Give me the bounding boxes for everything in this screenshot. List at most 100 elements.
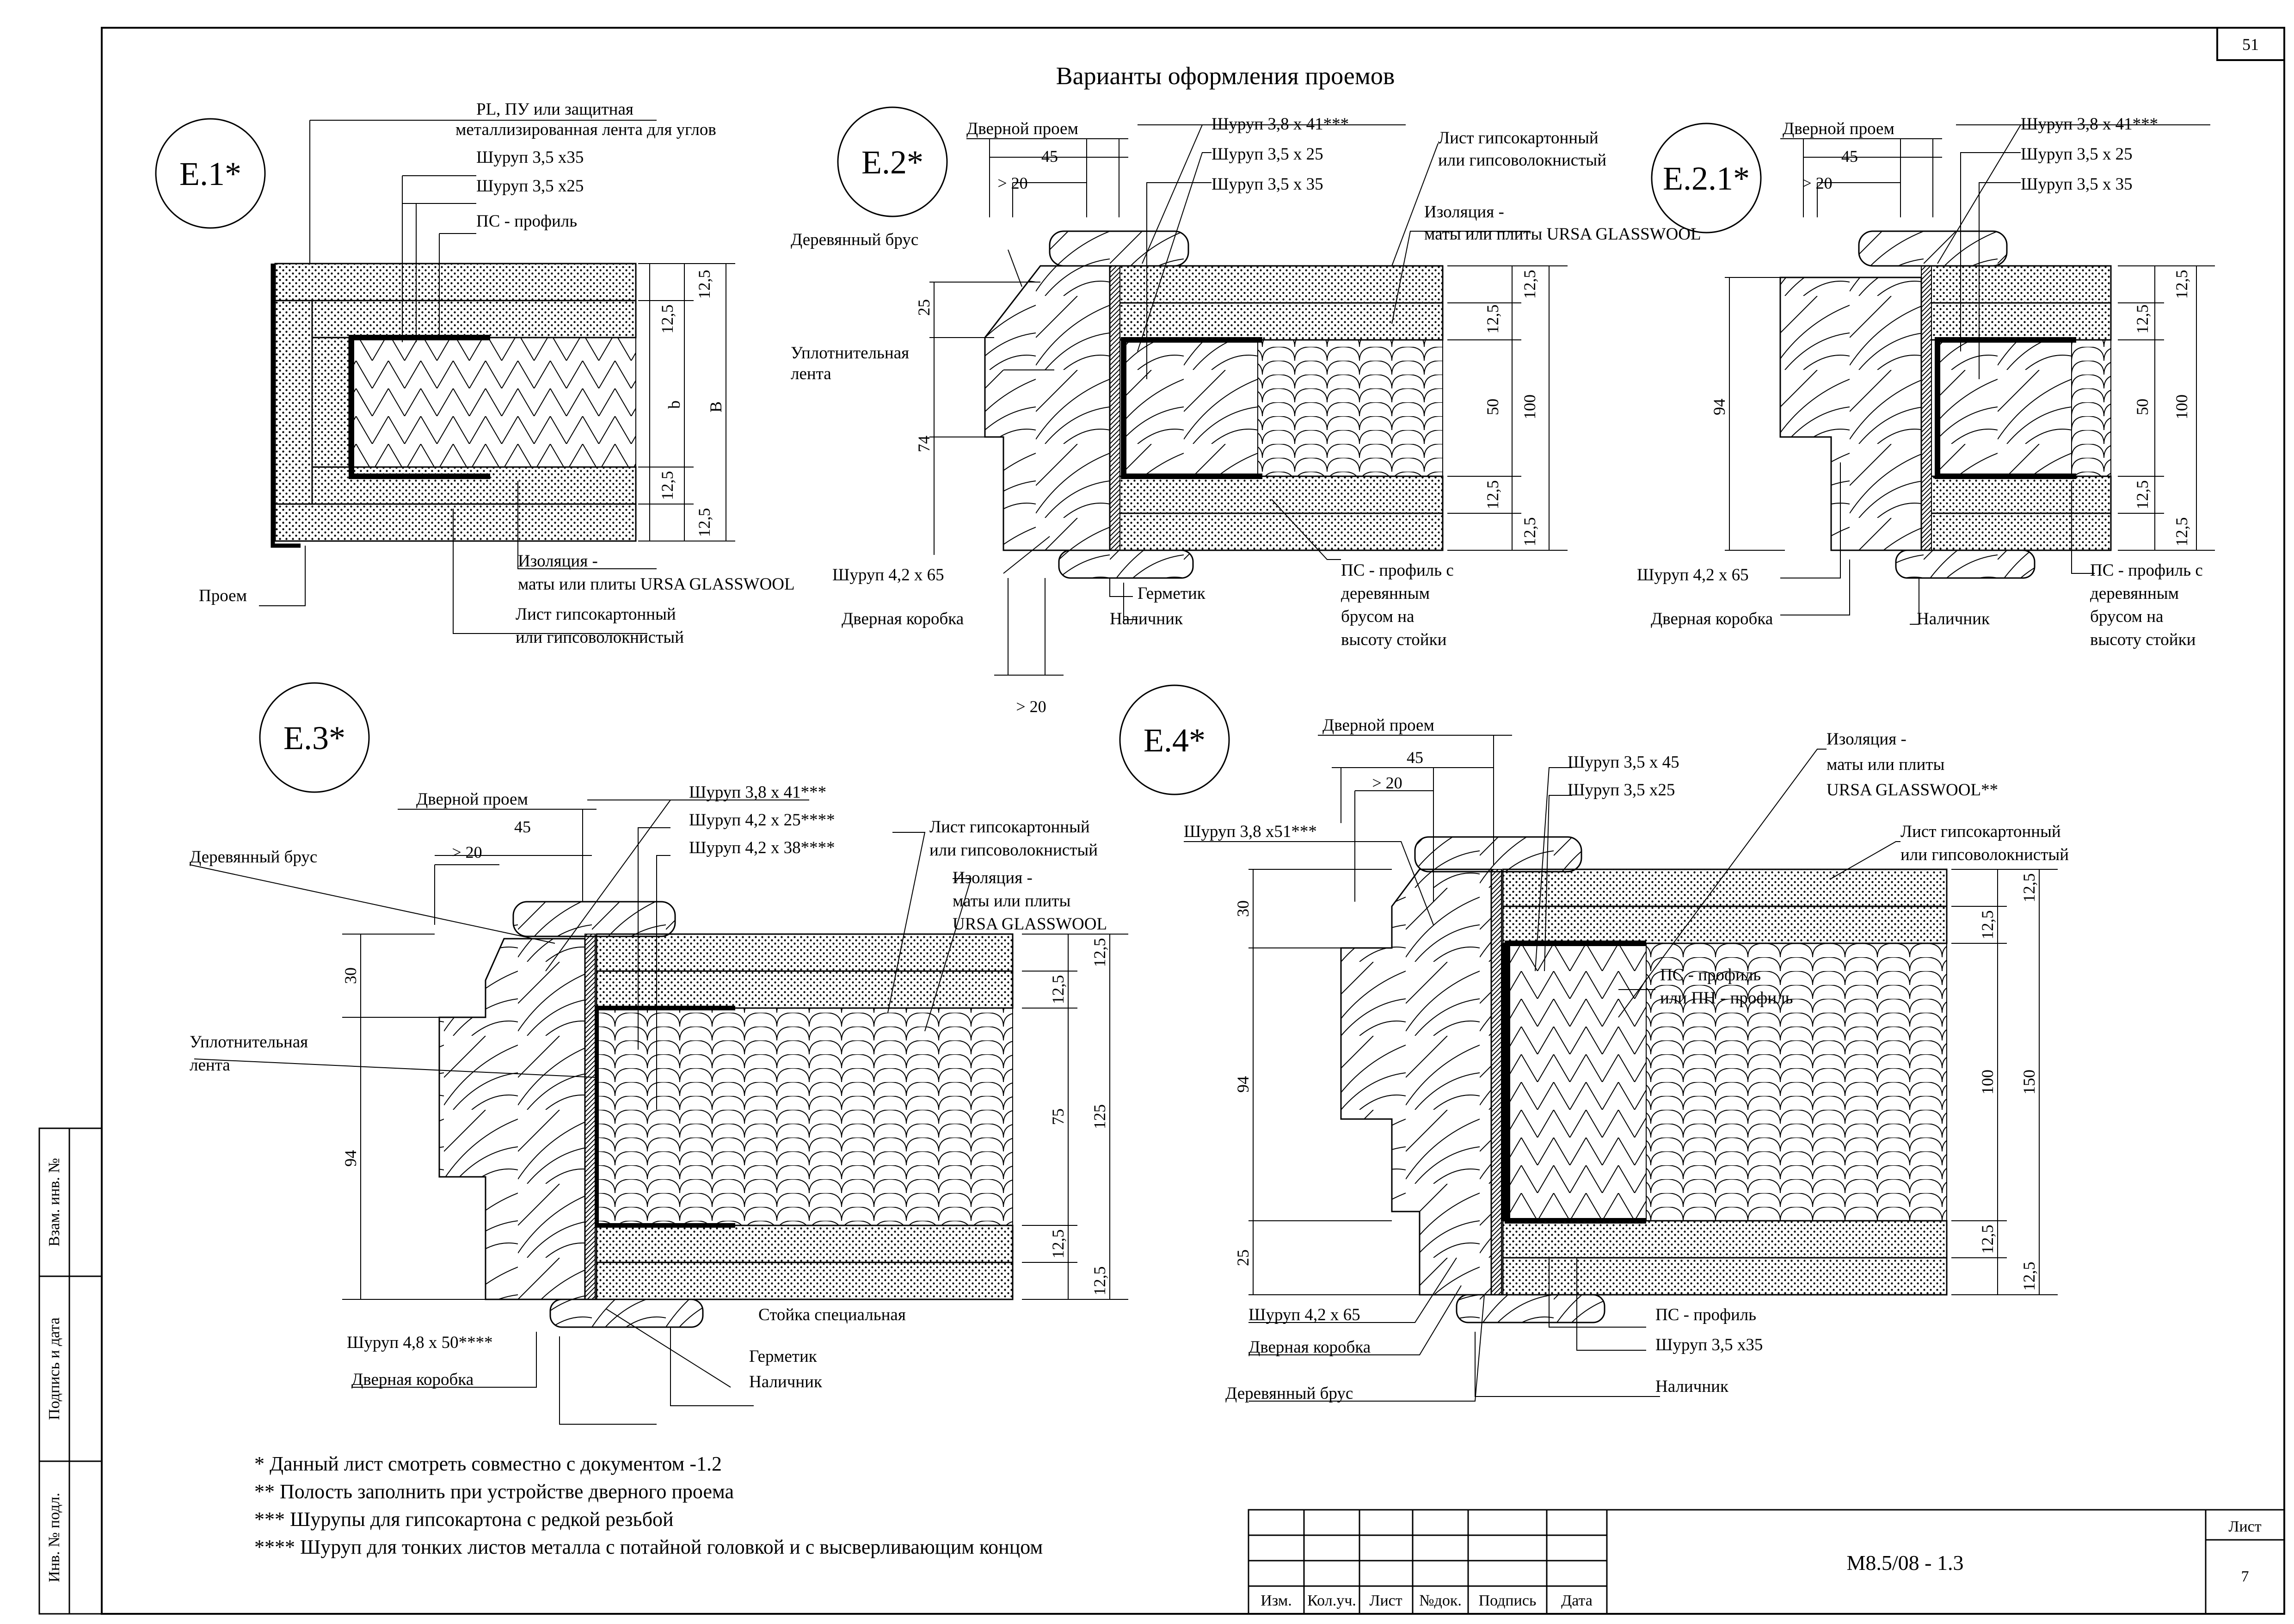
tb-header-date: Дата: [1561, 1592, 1593, 1609]
svg-text:ПС - профиль с: ПС - профиль с: [2090, 561, 2203, 580]
svg-text:металлизированная лента для уг: металлизированная лента для углов: [455, 120, 716, 139]
special-stud: [594, 1006, 735, 1228]
title-block: [1248, 1509, 2285, 1615]
ps-profile: [1500, 941, 1646, 1224]
svg-text:75: 75: [1049, 1108, 1067, 1125]
svg-text:Дверной проем: Дверной проем: [1322, 716, 1434, 735]
svg-text:74: 74: [915, 436, 933, 452]
svg-text:лента: лента: [791, 364, 831, 383]
svg-text:Дверной проем: Дверной проем: [966, 119, 1078, 138]
svg-text:Изоляция -: Изоляция -: [518, 552, 598, 571]
svg-text:> 20: > 20: [452, 843, 482, 861]
svg-text:Шуруп 3,8 х 41***: Шуруп 3,8 х 41***: [1212, 115, 1349, 134]
gypsum-board: [1502, 1220, 1948, 1259]
insulation-mat: [1646, 943, 1947, 1221]
svg-text:URSA GLASSWOOL: URSA GLASSWOOL: [953, 915, 1107, 934]
svg-text:Лист гипсокартонный: Лист гипсокартонный: [929, 818, 1090, 837]
ps-profile: [1935, 337, 2076, 479]
svg-text:Дверная коробка: Дверная коробка: [1651, 609, 1773, 628]
svg-text:Наличник: Наличник: [749, 1372, 823, 1391]
detail-badge: [259, 682, 370, 793]
gypsum-board: [311, 300, 637, 338]
svg-text:Шуруп 3,5 х35: Шуруп 3,5 х35: [1655, 1335, 1763, 1354]
svg-text:E.2*: E.2*: [861, 144, 923, 181]
svg-text:или гипсоволокнистый: или гипсоволокнистый: [516, 628, 684, 647]
tb-sheet-number: 7: [2241, 1568, 2249, 1585]
svg-text:маты или плиты URSA GLASSWOOL: маты или плиты URSA GLASSWOOL: [1424, 225, 1701, 244]
svg-text:высоту стойки: высоту стойки: [1341, 630, 1446, 649]
svg-text:или гипсоволокнистый: или гипсоволокнистый: [929, 841, 1098, 860]
svg-text:12,5: 12,5: [1483, 305, 1502, 334]
svg-text:В: В: [707, 401, 725, 412]
gypsum-board: [596, 1224, 1014, 1263]
sheet-frame: [101, 27, 2285, 1615]
detail-e4: E.4* Дверной проем Шуруп 3,5 х 45 Шуруп …: [1119, 684, 2069, 1403]
svg-text:> 20: > 20: [997, 174, 1027, 192]
tb-header-doc: №док.: [1419, 1592, 1462, 1609]
gypsum-board: [1930, 475, 2112, 514]
svg-text:E.4*: E.4*: [1144, 722, 1205, 759]
gypsum-board: [1502, 868, 1948, 907]
gypsum-board: [1118, 475, 1444, 514]
svg-text:b: b: [665, 400, 683, 409]
svg-text:или гипсоволокнистый: или гипсоволокнистый: [1438, 151, 1606, 170]
gypsum-board: [1118, 302, 1444, 341]
svg-text:ПС - профиль: ПС - профиль: [476, 212, 577, 231]
detail-badge: [837, 106, 948, 217]
insulation-fill: [1507, 943, 1647, 1221]
svg-text:12,5: 12,5: [658, 305, 677, 334]
svg-text:45: 45: [514, 818, 531, 836]
trim-bottom: [549, 1298, 704, 1328]
svg-text:Дверная коробка: Дверная коробка: [351, 1370, 474, 1389]
gypsum-board: [311, 466, 637, 505]
svg-text:Шуруп 3,5 х25: Шуруп 3,5 х25: [1568, 781, 1675, 800]
detail-e2: E.2* Дверной проем Шуруп 3,8 х 41*** Шур…: [791, 106, 1701, 716]
trim-top: [512, 901, 676, 937]
timber-insert: [1123, 339, 1258, 477]
svg-text:12,5: 12,5: [1520, 270, 1539, 299]
svg-text:Дверная коробка: Дверная коробка: [842, 609, 964, 628]
svg-text:маты или плиты: маты или плиты: [953, 892, 1070, 910]
svg-text:Шуруп 4,2 х 65: Шуруп 4,2 х 65: [1248, 1305, 1360, 1324]
svg-text:или гипсоволокнистый: или гипсоволокнистый: [1900, 845, 2069, 864]
svg-text:маты или плиты URSA GLASSWOOL: маты или плиты URSA GLASSWOOL: [518, 575, 795, 594]
svg-text:94: 94: [1710, 399, 1728, 415]
seal-strip: [1921, 265, 1932, 551]
svg-text:Деревянный брус: Деревянный брус: [1225, 1384, 1353, 1403]
gypsum-board: [596, 970, 1014, 1009]
gypsum-board: [274, 263, 637, 301]
tb-header-sheet: Лист: [1369, 1592, 1402, 1609]
svg-text:брусом на: брусом на: [2090, 607, 2163, 626]
svg-text:Шуруп 4,2 х 38****: Шуруп 4,2 х 38****: [689, 838, 835, 857]
detail-e2-1: E.2.1* Дверной проем Шуруп 3,8 х 41*** Ш…: [1637, 115, 2215, 649]
insulation-mat: [351, 337, 636, 468]
svg-text:Дверная коробка: Дверная коробка: [1248, 1338, 1371, 1357]
svg-text:Деревянный брус: Деревянный брус: [791, 230, 918, 249]
trim-top: [1858, 230, 2008, 267]
svg-text:50: 50: [2133, 399, 2152, 415]
gypsum-board: [1502, 905, 1948, 944]
gypsum-board: [1118, 512, 1444, 551]
insulation-mat: [1257, 339, 1443, 477]
svg-text:Наличник: Наличник: [1110, 609, 1183, 628]
detail-badge: [155, 118, 266, 229]
tb-sheet-label: Лист: [2228, 1518, 2261, 1535]
svg-text:94: 94: [341, 1150, 360, 1167]
svg-text:30: 30: [1234, 900, 1252, 917]
svg-text:E.2.1*: E.2.1*: [1663, 160, 1750, 197]
gypsum-board: [596, 1261, 1014, 1300]
svg-text:высоту стойки: высоту стойки: [2090, 630, 2196, 649]
svg-text:12,5: 12,5: [1483, 480, 1502, 510]
footnote: ** Полость заполнить при устройстве двер…: [254, 1480, 734, 1503]
svg-text:брусом на: брусом на: [1341, 607, 1414, 626]
svg-text:12,5: 12,5: [695, 508, 713, 537]
svg-text:Шуруп 3,5 х 35: Шуруп 3,5 х 35: [1212, 175, 1323, 194]
footnote: * Данный лист смотреть совместно с докум…: [254, 1452, 722, 1475]
timber-insert: [1937, 339, 2072, 477]
svg-text:Шуруп 3,5 х 25: Шуруп 3,5 х 25: [2021, 145, 2133, 164]
gypsum-board: [274, 300, 313, 505]
svg-text:Герметик: Герметик: [749, 1347, 818, 1366]
seal-strip: [1491, 869, 1502, 1295]
svg-text:12,5: 12,5: [1978, 910, 1997, 940]
door-frame-timber: [1779, 277, 1922, 551]
